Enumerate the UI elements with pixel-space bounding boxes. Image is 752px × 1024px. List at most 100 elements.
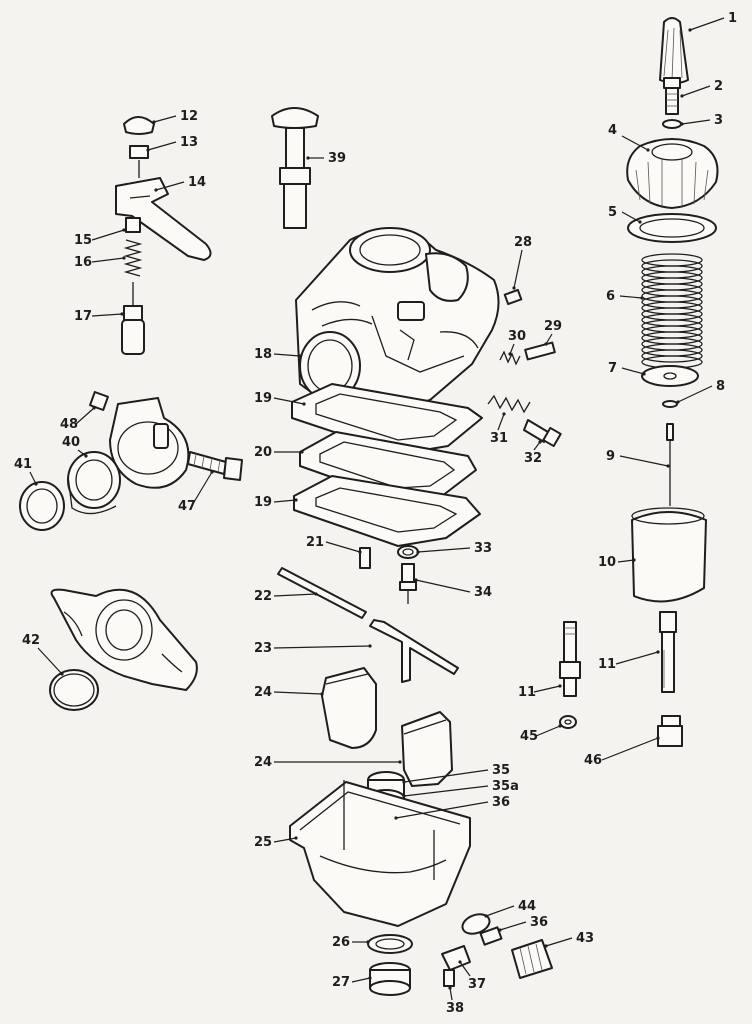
leader-line-c11a <box>533 685 561 693</box>
part-33-washer <box>397 545 419 559</box>
leader-dot-c11b <box>656 650 660 654</box>
part-38-bracket-screw <box>443 969 455 987</box>
leader-dot-c38 <box>448 986 452 990</box>
leader-line-c34 <box>415 579 471 593</box>
callout-label-c16: 16 <box>74 255 92 270</box>
callout-label-c9: 9 <box>606 449 615 464</box>
leader-dot-c30 <box>508 352 512 356</box>
part-28-air-screw <box>503 288 523 306</box>
leader-dot-c35 <box>402 780 406 784</box>
callout-label-c11a: 11 <box>518 685 536 700</box>
leader-line-c14 <box>155 181 185 191</box>
leader-line-c10 <box>617 559 635 563</box>
callout-label-c3: 3 <box>714 113 723 128</box>
callout-label-c15: 15 <box>74 233 92 248</box>
part-37-bracket <box>441 945 471 971</box>
leader-dot-c48 <box>92 406 96 410</box>
leader-line-c1 <box>689 17 725 31</box>
callout-label-c47: 47 <box>178 499 196 514</box>
leader-dot-c10 <box>632 558 636 562</box>
leader-line-c3 <box>681 119 711 125</box>
leader-line-c35 <box>403 769 489 783</box>
callout-label-c26: 26 <box>332 935 350 950</box>
callout-label-c5: 5 <box>608 205 617 220</box>
leader-line-c28 <box>513 249 523 289</box>
leader-line-c11b <box>615 651 659 665</box>
leader-line-c38 <box>449 987 453 1001</box>
part-44-drain-gasket <box>461 913 491 935</box>
leader-line-c44 <box>485 905 515 917</box>
part-4-top-cap <box>626 138 719 209</box>
callout-label-c27: 27 <box>332 975 350 990</box>
callout-label-c12: 12 <box>180 109 198 124</box>
leader-dot-c36b <box>498 928 502 932</box>
leader-dot-c24b <box>398 760 402 764</box>
leader-line-c12 <box>153 115 177 123</box>
leader-line-c7 <box>621 367 645 375</box>
leader-line-c41 <box>29 471 37 485</box>
part-14-choke-lever <box>115 177 212 261</box>
leader-line-c42 <box>37 647 63 675</box>
callout-label-c19a: 19 <box>254 391 272 406</box>
callout-label-c35: 35 <box>492 763 510 778</box>
part-46-drain-plug <box>657 715 683 747</box>
leader-dot-c18 <box>298 354 302 358</box>
callout-label-c36b: 36 <box>530 915 548 930</box>
part-intake-clamp <box>109 397 190 489</box>
leader-line-c27 <box>351 977 371 983</box>
leader-line-c35a <box>403 785 489 797</box>
callout-label-c29: 29 <box>544 319 562 334</box>
part-19-upper-gasket <box>291 383 483 455</box>
part-40-rubber-boot <box>67 451 121 515</box>
callout-label-c37: 37 <box>468 977 486 992</box>
leader-dot-c44 <box>484 914 488 918</box>
callout-label-c30: 30 <box>508 329 526 344</box>
callout-label-c43: 43 <box>576 931 594 946</box>
leader-line-c30 <box>509 343 515 355</box>
part-16-plunger-spring <box>123 239 143 277</box>
part-27-bowl-plug <box>369 962 411 996</box>
leader-line-c22 <box>273 593 317 597</box>
leader-line-c47 <box>193 471 213 503</box>
callout-label-c33: 33 <box>474 541 492 556</box>
leader-dot-c24a <box>320 692 324 696</box>
callout-label-c44: 44 <box>518 899 536 914</box>
part-10-throttle-slide <box>631 507 707 603</box>
callout-label-c1: 1 <box>728 11 737 26</box>
part-41-boot-ring <box>19 481 65 531</box>
part-20-diaphragm-plate <box>299 431 477 501</box>
part-9-jet-needle <box>666 423 674 506</box>
callout-label-c41: 41 <box>14 457 32 472</box>
part-48-clamp-nut <box>89 391 109 411</box>
part-29-pilot-screw <box>524 341 556 361</box>
callout-label-c21: 21 <box>306 535 324 550</box>
leader-dot-c45 <box>558 724 562 728</box>
leader-line-c43 <box>545 937 573 947</box>
leader-dot-c36a <box>394 816 398 820</box>
part-22-float-pin <box>277 567 367 619</box>
leader-line-c6 <box>619 295 643 299</box>
leader-dot-c35a <box>402 794 406 798</box>
callout-label-c10: 10 <box>598 555 616 570</box>
leader-line-c2 <box>681 85 711 97</box>
callout-label-c28: 28 <box>514 235 532 250</box>
callout-label-c18: 18 <box>254 347 272 362</box>
leader-line-c25 <box>273 837 297 843</box>
callout-label-c39: 39 <box>328 151 346 166</box>
part-12-choke-knob <box>123 116 155 135</box>
leader-line-c18 <box>273 353 301 357</box>
part-2-adjuster-screw <box>663 77 681 115</box>
leader-dot-c21 <box>358 550 362 554</box>
part-26-bowl-o-ring <box>367 934 413 954</box>
leader-line-c40 <box>77 449 87 457</box>
part-36-drain-jet <box>479 926 503 946</box>
callout-label-c24a: 24 <box>254 685 272 700</box>
callout-label-c36a: 36 <box>492 795 510 810</box>
leader-dot-c28 <box>512 286 516 290</box>
part-1-cable-adjuster-cap <box>659 17 689 84</box>
callout-label-c48: 48 <box>60 417 78 432</box>
leader-line-c19b <box>273 499 297 503</box>
leader-line-c8 <box>677 385 713 403</box>
